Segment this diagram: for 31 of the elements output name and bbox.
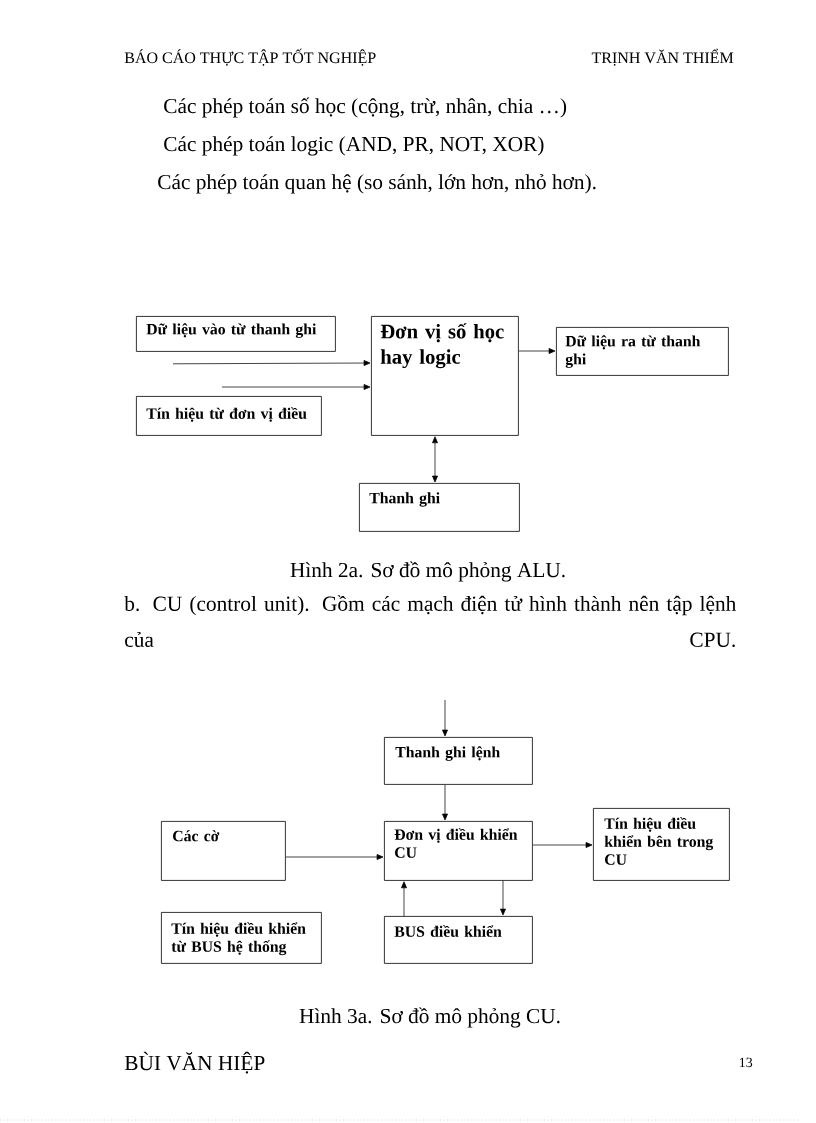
arrow (500, 880, 506, 916)
paragraph: b. CU (control unit). Gồm các mạch điện tử hình thành nên tập lệnh của CPU. (124, 595, 737, 647)
figure-caption: Hình 2a. Sơ đồ mô phỏng ALU. (290, 561, 565, 582)
arrow (442, 784, 448, 821)
header-text: BÁO CÁO THỰC TẬP TỐT NGHIỆP (124, 48, 376, 66)
block-box: Tín hiệu điều khiển bên trong CU (593, 808, 730, 881)
footer-text: BÙI VĂN HIỆP (124, 1051, 265, 1074)
block-box: Dữ liệu vào từ thanh ghi (136, 316, 336, 352)
arrow (518, 348, 556, 354)
block-box: Đơn vị điều khiển CU (384, 821, 533, 881)
arrow (401, 881, 407, 917)
double-arrow (432, 436, 438, 483)
block-box: BUS điều khiển (384, 916, 533, 964)
block-box: Đơn vị số học hay logic (371, 316, 519, 436)
arrow (532, 842, 593, 848)
arrow (221, 384, 371, 390)
block-box: Thanh ghi lệnh (384, 737, 533, 785)
text-line: Các phép toán logic (AND, PR, NOT, XOR) (164, 136, 544, 156)
block-box: Tín hiệu điều khiển từ BUS hệ thống (161, 912, 322, 964)
block-box: Các cờ (161, 821, 286, 881)
arrow (442, 699, 448, 737)
block-box: Thanh ghi (359, 483, 520, 532)
page-number: 13 (739, 1057, 753, 1068)
arrow (172, 360, 371, 366)
text-line: Các phép toán số học (cộng, trừ, nhân, chia …) (164, 97, 567, 118)
header-text: TRỊNH VĂN THIỂM (591, 48, 734, 66)
figure-caption: Hình 3a. Sơ đồ mô phỏng CU. (299, 1007, 560, 1028)
text-line: Các phép toán quan hệ (so sánh, lớn hơn, nhỏ hơn). (158, 174, 596, 194)
block-box: Tín hiệu từ đơn vị điều (136, 396, 322, 436)
block-box: Dữ liệu ra từ thanh ghi (556, 327, 729, 376)
arrow (285, 854, 384, 860)
